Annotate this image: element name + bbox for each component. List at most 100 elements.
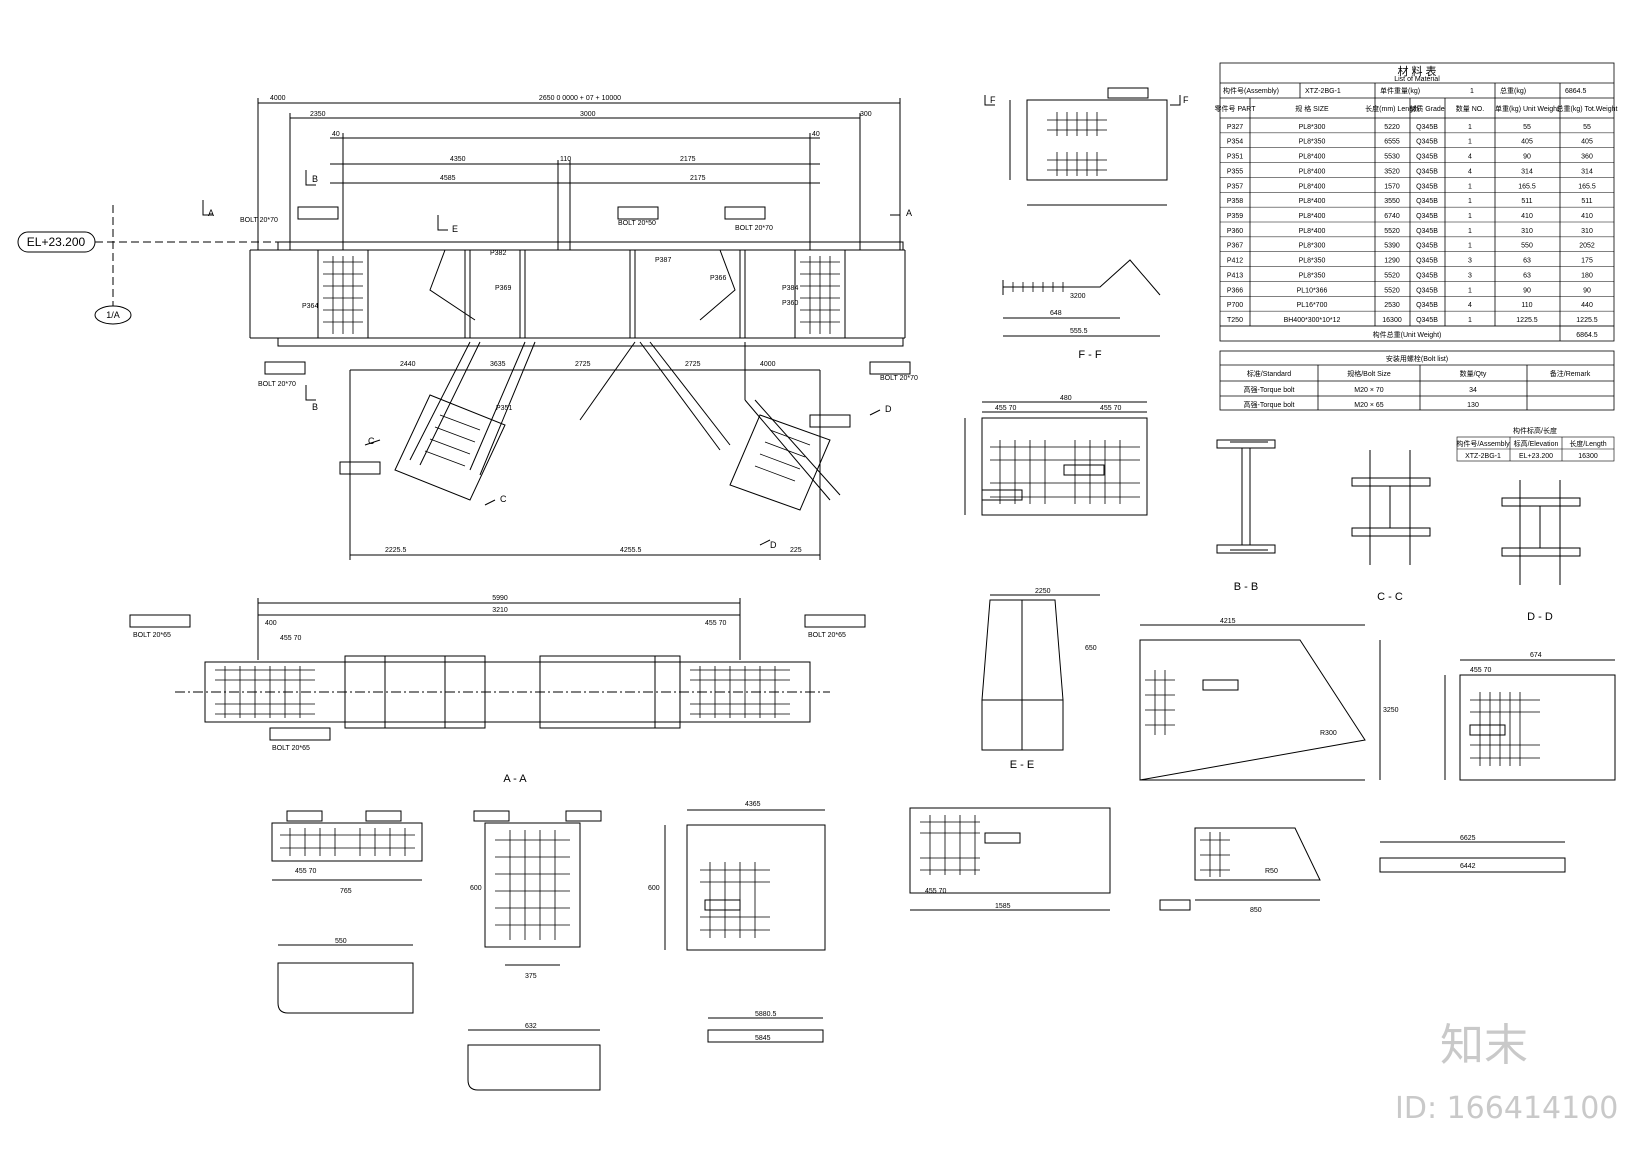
bolt-cell: 130: [1467, 402, 1479, 409]
material-col-header: 材质 Grade: [1409, 104, 1445, 113]
section-mark-c: C: [368, 436, 375, 446]
plate-detail-1: [964, 401, 1148, 516]
dim-bottom-7: 225: [790, 547, 802, 554]
material-cell: 405: [1521, 139, 1533, 146]
small-table-title: 构件标高/长度: [1513, 426, 1557, 435]
bolt-table-frame: [1219, 350, 1615, 411]
bolt-note-2: BOLT 20*50: [618, 220, 656, 227]
material-cell: P359: [1227, 213, 1243, 220]
material-col-header: 数量 NO.: [1456, 104, 1484, 113]
material-cell: 1: [1468, 317, 1472, 324]
dim-bottom-5: 2225.5: [385, 547, 407, 554]
material-cell: 5220: [1384, 124, 1400, 131]
material-cell: 1570: [1384, 183, 1400, 190]
plate1-inner2: 455 70: [1100, 405, 1122, 412]
dim-top-6: 2175: [680, 156, 696, 163]
material-cell: 3520: [1384, 168, 1400, 175]
material-cell: PL16*700: [1297, 302, 1328, 309]
plate3-inner: 455 70: [1470, 667, 1492, 674]
ff-top-dim: 3200: [1070, 293, 1086, 300]
small-table-frame: [1456, 436, 1615, 462]
material-cell: 3: [1468, 272, 1472, 279]
main-elevation-view: [17, 98, 911, 560]
material-cell: Q345B: [1416, 139, 1438, 146]
material-cell: 90: [1583, 287, 1591, 294]
bottom3-w: 4365: [745, 801, 761, 808]
aa-bolt-note-1: BOLT 20*65: [808, 632, 846, 639]
plate2-r: R300: [1320, 730, 1337, 737]
mt-info-1: XTZ-2BG-1: [1305, 88, 1341, 95]
bottom4-w: 1585: [995, 903, 1011, 910]
section-mark-d: D: [885, 404, 892, 414]
bottom-plate-2: [473, 810, 602, 966]
section-mark-b-bottom: B: [312, 402, 318, 412]
material-cell: 55: [1523, 124, 1531, 131]
material-table-frame: [1219, 62, 1615, 342]
material-cell: 175: [1581, 258, 1593, 265]
bolt-table-title: 安装用螺栓(Bolt list): [1386, 354, 1448, 363]
part-tag-6: P369: [495, 285, 511, 292]
strip-2: [707, 1017, 824, 1043]
material-cell: PL8*400: [1299, 213, 1326, 220]
material-cell: 90: [1523, 287, 1531, 294]
dim-top-1: 2350: [310, 111, 326, 118]
small-table-cell: 构件号/Assembly: [1456, 439, 1510, 448]
bb-section: [1216, 439, 1276, 554]
bottom1-inner: 455 70: [295, 868, 317, 875]
material-cell: 314: [1521, 168, 1533, 175]
ff-mark-right: F: [1183, 95, 1189, 105]
dim-top-10: 300: [860, 111, 872, 118]
material-cell: 1: [1468, 198, 1472, 205]
dim-bottom-6: 4255.5: [620, 547, 642, 554]
material-cell: P413: [1227, 272, 1243, 279]
plate3-w: 674: [1530, 652, 1542, 659]
dim-bottom-4: 4000: [760, 361, 776, 368]
bottom1-w: 765: [340, 888, 352, 895]
bolt-col-header: 标准/Standard: [1247, 369, 1291, 378]
cc-section: [1351, 450, 1431, 565]
dim-top-9: 2175: [690, 175, 706, 182]
dd-view-title: D - D: [1527, 611, 1553, 623]
material-cell: Q345B: [1416, 183, 1438, 190]
section-mark-a-right: A: [906, 208, 912, 218]
part-tag-1: P387: [655, 257, 671, 264]
material-cell: 410: [1581, 213, 1593, 220]
part-tag-4: P384: [782, 285, 798, 292]
aa-view: [129, 598, 866, 741]
material-cell: Q345B: [1416, 168, 1438, 175]
material-total-value: 6864.5: [1576, 332, 1598, 339]
material-cell: 2052: [1579, 243, 1595, 250]
material-cell: 3550: [1384, 198, 1400, 205]
part-tag-5: P360: [782, 300, 798, 307]
bolt-grid-brace-c: [424, 414, 481, 467]
aa-bolt-note-0: BOLT 20*65: [133, 632, 171, 639]
small-table-cell: 长度/Length: [1569, 439, 1606, 448]
material-cell: 1225.5: [1516, 317, 1538, 324]
material-cell: 511: [1521, 198, 1532, 205]
elevation-label: EL+23.200: [27, 235, 86, 249]
material-cell: BH400*300*10*12: [1284, 317, 1341, 324]
plate-detail-2: [1139, 624, 1381, 781]
ff-bottom-dim: 648: [1050, 310, 1062, 317]
plate-rounded-1: [277, 944, 414, 1014]
material-cell: Q345B: [1416, 228, 1438, 235]
bolt-cell: M20 × 70: [1354, 387, 1383, 394]
aa-dim-4: 455 70: [705, 620, 727, 627]
bolt-cell: 高强-Torque bolt: [1244, 400, 1295, 409]
section-mark-d2: D: [770, 540, 777, 550]
plate-rounded-2: [467, 1029, 601, 1091]
material-cell: PL8*350: [1299, 139, 1326, 146]
material-col-header: 零件号 PART: [1215, 104, 1257, 113]
material-cell: PL8*400: [1299, 154, 1326, 161]
bolt-col-header: 数量/Qty: [1460, 369, 1487, 378]
ff-view-title: F - F: [1078, 349, 1101, 361]
dim-top-4: 4350: [450, 156, 466, 163]
material-cell: 90: [1523, 154, 1531, 161]
material-cell: Q345B: [1416, 317, 1438, 324]
ee-w: 2250: [1035, 588, 1051, 595]
material-cell: Q345B: [1416, 258, 1438, 265]
material-cell: PL8*400: [1299, 228, 1326, 235]
